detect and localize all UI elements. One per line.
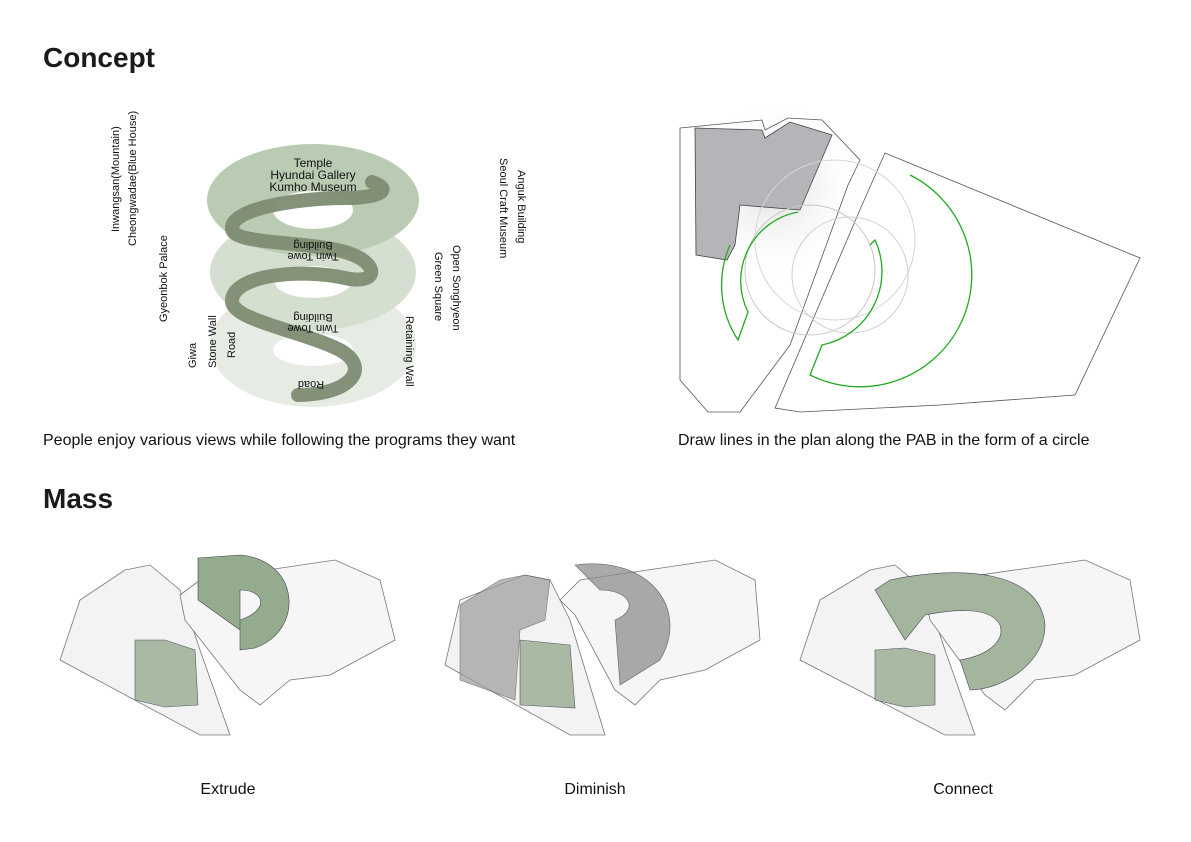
mass-extrude bbox=[59, 554, 396, 736]
mass-diminish bbox=[444, 559, 761, 736]
connect-left-block bbox=[874, 647, 936, 708]
connect-arc-block bbox=[874, 572, 1046, 691]
plan-left-parcel bbox=[679, 117, 861, 413]
spiral-path bbox=[225, 175, 390, 402]
site-plan bbox=[679, 95, 1141, 413]
plan-right-parcel bbox=[774, 152, 1141, 413]
label-road-left: Road bbox=[226, 332, 238, 358]
concept-heading: Concept bbox=[43, 42, 155, 73]
mass-heading: Mass bbox=[43, 483, 114, 514]
label-stone-wall: Stone Wall bbox=[207, 315, 219, 368]
label-anguk: Anguk Building bbox=[515, 170, 527, 243]
label-gyeonbok: Gyeonbok Palace bbox=[158, 235, 170, 322]
label-inwangsan: Inwangsan(Mountain) bbox=[110, 126, 122, 232]
plan-building bbox=[694, 121, 833, 261]
label-giwa: Giwa bbox=[187, 342, 199, 368]
diminish-arc-block bbox=[574, 563, 671, 686]
extrude-arc-block bbox=[197, 554, 290, 651]
label-seoul-craft: Seoul Craft Museum bbox=[497, 158, 509, 258]
label-green-square: Green Square bbox=[432, 252, 444, 321]
diminish-left-block bbox=[459, 574, 551, 701]
label-cheongwadae: Cheongwadae(Blue House) bbox=[127, 111, 139, 246]
label-twin2-b: Building bbox=[293, 311, 332, 323]
mass-caption-diminish: Diminish bbox=[564, 781, 626, 798]
plan-circle-1 bbox=[744, 204, 876, 336]
plan-green-arc-right bbox=[809, 174, 973, 388]
label-temple: Temple bbox=[294, 156, 333, 170]
label-open-songhyeon: Open Songhyeon bbox=[450, 245, 462, 331]
label-twin1-b: Building bbox=[293, 239, 332, 251]
plan-green-arc-left bbox=[720, 211, 799, 342]
label-twin2-a: Twin Towe bbox=[287, 322, 338, 334]
concept-caption-left: People enjoy various views while followi… bbox=[43, 432, 516, 449]
mass-caption-connect: Connect bbox=[933, 781, 993, 798]
mass-caption-extrude: Extrude bbox=[200, 781, 256, 798]
plan-circle-2 bbox=[754, 159, 916, 321]
label-retaining-wall: Retaining Wall bbox=[403, 316, 415, 387]
concept-caption-right: Draw lines in the plan along the PAB in … bbox=[678, 432, 1090, 449]
label-hyundai: Hyundai Gallery bbox=[270, 168, 355, 182]
extrude-left-block bbox=[134, 639, 199, 708]
diminish-green-block bbox=[519, 639, 576, 709]
label-road-bottom: Road bbox=[298, 378, 324, 390]
label-kumho: Kumho Museum bbox=[269, 180, 356, 194]
label-twin1-a: Twin Towe bbox=[287, 250, 338, 262]
mass-connect bbox=[799, 559, 1141, 736]
